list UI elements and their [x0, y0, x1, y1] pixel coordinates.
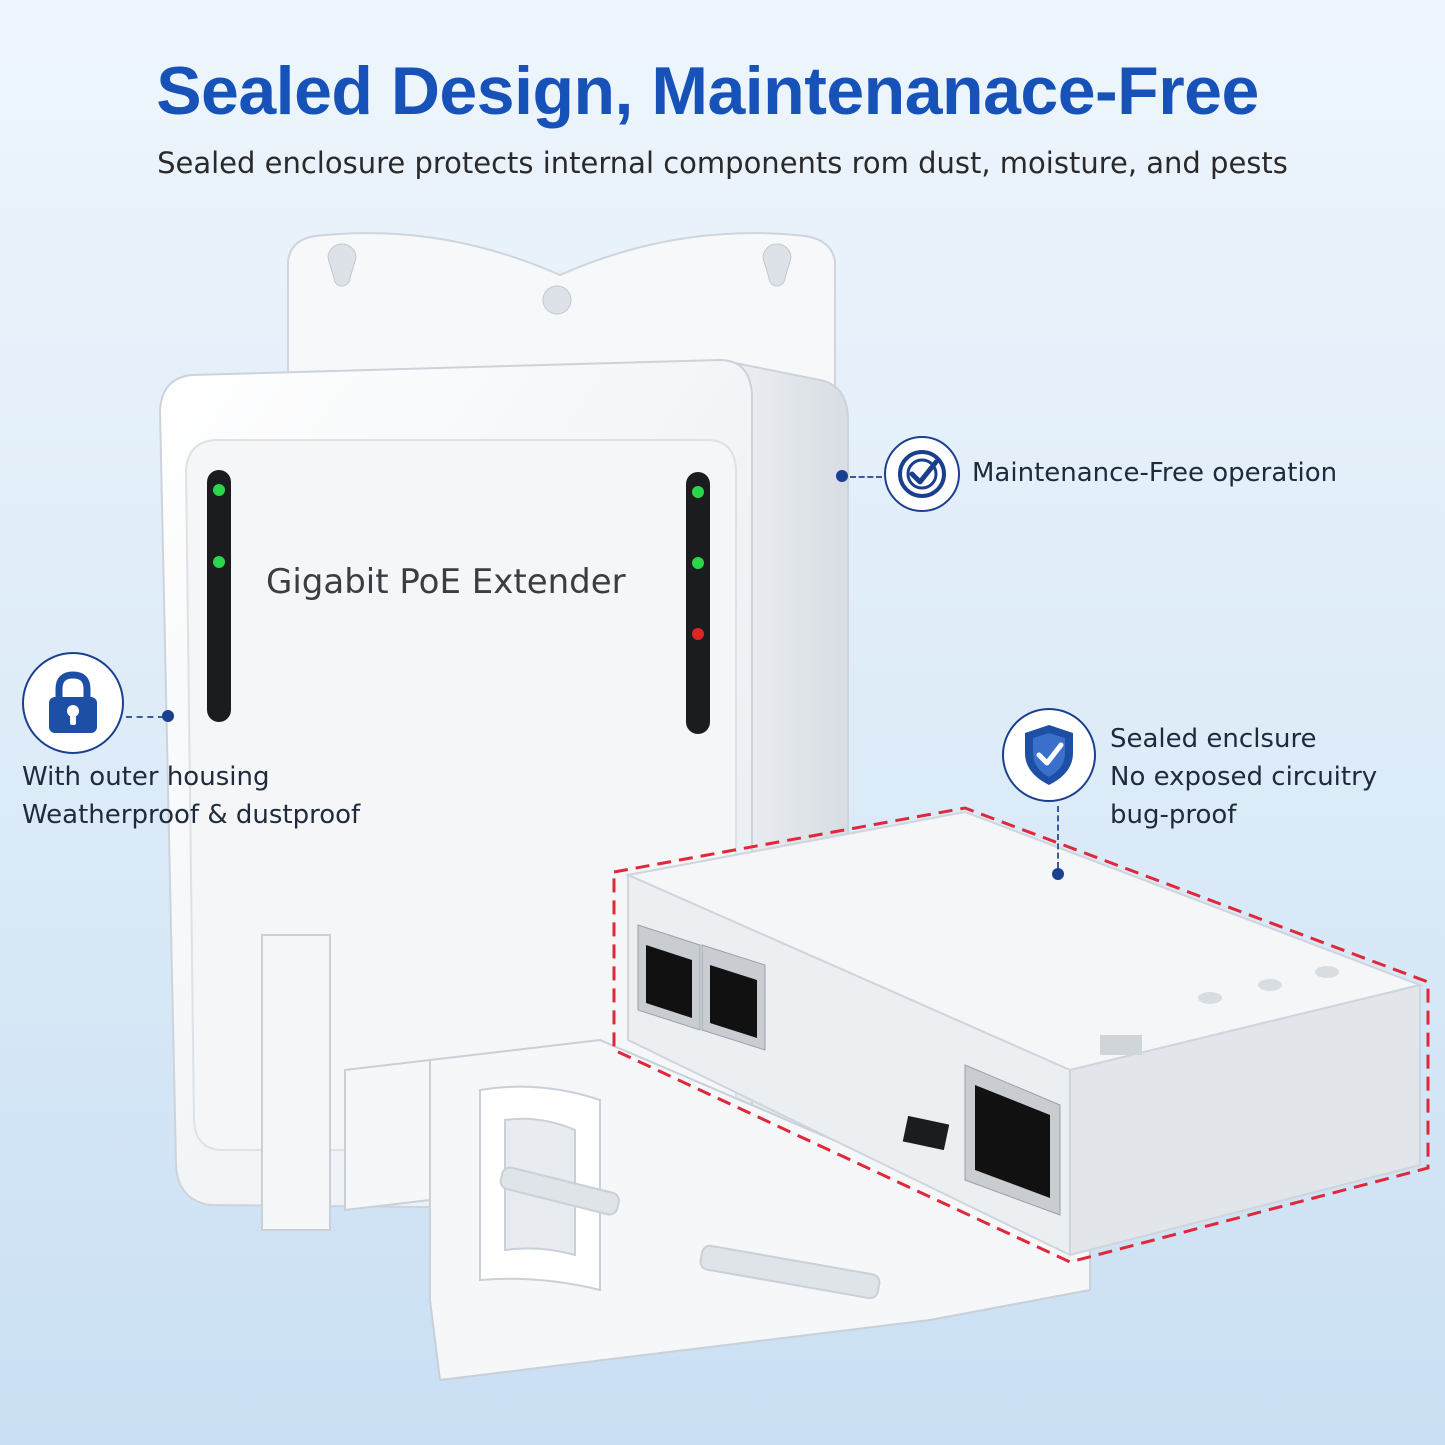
sealed-outline	[612, 806, 1430, 1264]
callout-enclosure-text: Sealed enclsure No exposed circuitry bug…	[1110, 720, 1377, 834]
callout-leader-enclosure	[1057, 806, 1059, 868]
callout-dot-housing	[162, 710, 174, 722]
callout-dot-enclosure	[1052, 868, 1064, 880]
callout-leader-housing	[126, 716, 164, 718]
page-subtitle: Sealed enclosure protects internal compo…	[157, 146, 1288, 180]
device-label: Gigabit PoE Extender	[266, 562, 626, 602]
callout-housing-line-2: Weatherproof & dustproof	[22, 800, 361, 830]
callout-enclosure-line-1: Sealed enclsure	[1110, 724, 1317, 754]
shield-check-icon	[1002, 708, 1096, 802]
check-badge-icon	[884, 436, 960, 512]
ethernet-ports	[637, 924, 1061, 1216]
callout-enclosure-line-2: No exposed circuitry	[1110, 762, 1378, 792]
callout-housing-text: With outer housing Weatherproof & dustpr…	[22, 758, 360, 834]
inner-module	[624, 810, 1424, 1257]
lock-icon	[22, 652, 124, 754]
callout-housing-line-1: With outer housing	[22, 762, 270, 792]
page-title: Sealed Design, Maintenanace-Free	[156, 53, 1259, 129]
mounting-plate	[287, 232, 836, 401]
callout-leader-maintenance	[850, 476, 882, 478]
callout-maintenance-text: Maintenance-Free operation	[972, 458, 1338, 488]
callout-dot-maintenance	[836, 470, 848, 482]
cable-bracket	[261, 934, 1091, 1382]
callout-enclosure-line-3: bug-proof	[1110, 800, 1237, 830]
